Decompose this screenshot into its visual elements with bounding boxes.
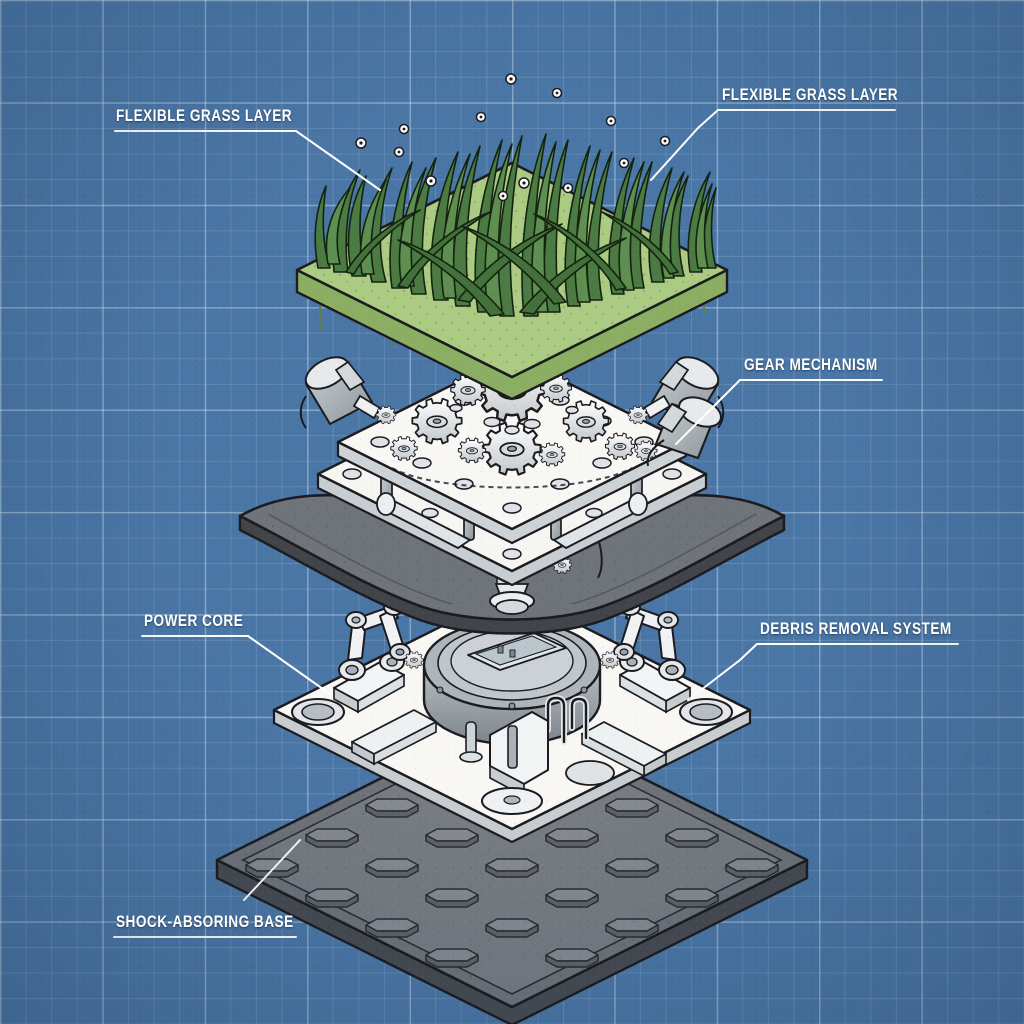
callout-label-grass-left: FLEXIBLE GRASS LAYER <box>116 106 293 125</box>
drive-motor-front-right <box>634 396 722 467</box>
callout-leaders <box>113 109 959 938</box>
callout-label-power-core: POWER CORE <box>144 611 244 630</box>
leader-base <box>113 839 301 938</box>
drive-motor-rear-left <box>299 356 397 429</box>
leader-gear <box>675 379 883 445</box>
leader-power-core <box>141 635 331 695</box>
bus-bar <box>351 709 667 778</box>
leader-grass-right <box>650 109 896 181</box>
debris-removal-arm-right <box>600 598 691 714</box>
mounting-ring <box>291 698 733 786</box>
conduit-tube <box>545 694 589 745</box>
callout-label-gear: GEAR MECHANISM <box>744 355 878 374</box>
gear-train <box>390 357 636 476</box>
layer-power-core-plate <box>272 589 752 844</box>
callout-label-base: SHOCK-ABSORING BASE <box>116 912 294 931</box>
callout-label-grass-right: FLEXIBLE GRASS LAYER <box>722 85 899 104</box>
callout-label-debris: DEBRIS REMOVAL SYSTEM <box>760 619 952 638</box>
turf-sensor-node <box>355 73 671 202</box>
center-actuator <box>459 711 549 815</box>
leader-grass-left <box>114 130 381 191</box>
layer-gear-mechanism <box>299 353 725 587</box>
subplate-bolt <box>342 468 682 560</box>
drive-roller <box>376 492 648 549</box>
layer-shock-absorbing-base <box>215 711 809 1024</box>
leader-debris <box>687 643 959 701</box>
layer-flexible-grass <box>295 73 729 401</box>
power-core-drum <box>422 619 602 746</box>
grass-blades <box>314 133 717 317</box>
